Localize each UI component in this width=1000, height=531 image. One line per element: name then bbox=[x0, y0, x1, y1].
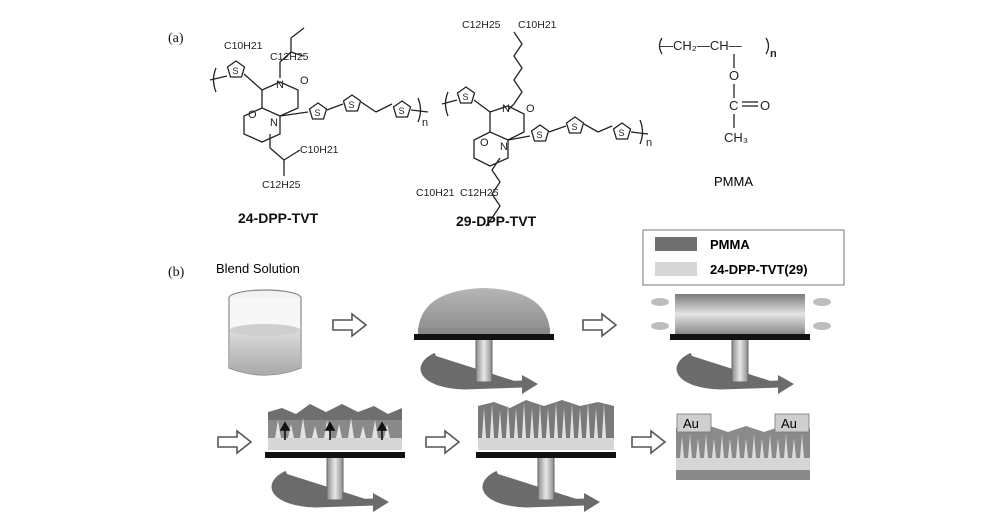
chain-c10h21-top-2: C10H21 bbox=[518, 19, 557, 31]
electrode-right-label: Au bbox=[781, 416, 797, 431]
process-arrow-2 bbox=[582, 312, 618, 338]
beaker bbox=[228, 289, 302, 376]
pmma-carbonyl-c: C bbox=[729, 98, 738, 113]
legend-swatch-pmma bbox=[655, 237, 697, 251]
atom-o-bottom: O bbox=[248, 109, 257, 121]
atom-n-bottom: N bbox=[270, 117, 278, 129]
atom-o-top: O bbox=[300, 75, 309, 87]
process-arrow-1 bbox=[332, 312, 368, 338]
repeat-n-1: n bbox=[422, 117, 428, 129]
compound-1-name: 24-DPP-TVT bbox=[238, 210, 319, 226]
atom-n-bottom-2: N bbox=[500, 141, 508, 153]
pmma-backbone: —CH₂—CH— bbox=[660, 38, 742, 53]
structure-pmma: —CH₂—CH— n O C O CH₃ bbox=[658, 37, 777, 145]
chain-c12h25-top: C12H25 bbox=[270, 51, 309, 63]
spin-step-fibrils bbox=[476, 400, 616, 512]
legend-label-pmma: PMMA bbox=[710, 237, 750, 252]
chain-c10h21-bottom-2: C10H21 bbox=[416, 187, 455, 199]
compound-2-name: 29-DPP-TVT bbox=[456, 213, 537, 229]
pmma-repeat-n: n bbox=[770, 48, 777, 60]
chain-c12h25-top-2: C12H25 bbox=[462, 19, 501, 31]
spin-step-film bbox=[651, 294, 831, 394]
legend-swatch-polymer bbox=[655, 262, 697, 276]
process-arrow-5 bbox=[631, 429, 667, 455]
atom-n-top: N bbox=[276, 79, 284, 91]
chain-c10h21-top: C10H21 bbox=[224, 40, 263, 52]
device-with-electrodes: Au Au bbox=[676, 413, 810, 480]
repeat-n-2: n bbox=[646, 137, 652, 149]
pmma-carbonyl-o: O bbox=[760, 98, 770, 113]
legend-label-polymer: 24-DPP-TVT(29) bbox=[710, 262, 808, 277]
legend: PMMA 24-DPP-TVT(29) bbox=[642, 229, 845, 286]
electrode-left-label: Au bbox=[683, 416, 699, 431]
chain-c12h25-bottom: C12H25 bbox=[262, 179, 301, 191]
pmma-ester-o: O bbox=[729, 68, 739, 83]
spin-step-phase-separation bbox=[265, 404, 405, 512]
process-arrow-3 bbox=[217, 429, 253, 455]
electrode-right bbox=[774, 413, 810, 433]
atom-o-bottom-2: O bbox=[480, 137, 489, 149]
panel-a-label: (a) bbox=[168, 31, 184, 46]
panel-b-label: (b) bbox=[168, 265, 185, 280]
chain-c10h21-bottom: C10H21 bbox=[300, 144, 339, 156]
chain-c12h25-bottom-2: C12H25 bbox=[460, 187, 499, 199]
electrode-left bbox=[676, 413, 712, 433]
structure-24-dpp-tvt: C10H21 C12H25 N O O N n C10H21 C12H25 bbox=[209, 27, 428, 191]
spin-step-drop bbox=[414, 288, 554, 394]
structure-29-dpp-tvt: C12H25 C10H21 N O O N n C10H21 C12H25 bbox=[416, 19, 652, 227]
atom-o-top-2: O bbox=[526, 103, 535, 115]
blend-solution-label: Blend Solution bbox=[216, 261, 300, 276]
atom-n-top-2: N bbox=[502, 103, 510, 115]
pmma-methyl: CH₃ bbox=[724, 130, 748, 145]
pmma-name: PMMA bbox=[714, 174, 753, 189]
process-arrow-4 bbox=[425, 429, 461, 455]
